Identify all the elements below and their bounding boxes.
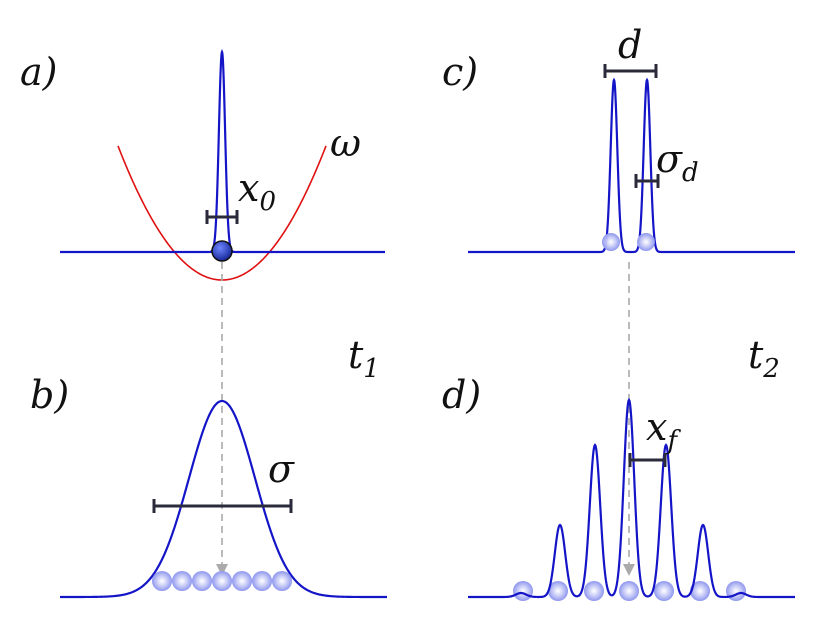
- atom-dot: [252, 571, 272, 591]
- panel-a: a) ω x0: [20, 48, 385, 281]
- interference-pattern-curve: [468, 397, 795, 599]
- atom-ball: [211, 240, 233, 262]
- xf-symbol: xf: [646, 405, 681, 456]
- width-bar-sigma-d: [634, 174, 660, 188]
- atom-row-b: [152, 571, 292, 591]
- panel-d: d) xf: [442, 373, 795, 601]
- double-well-wavepacket-curve: [468, 77, 795, 254]
- atom-dot: [192, 571, 212, 591]
- x0-symbol: x0: [238, 166, 276, 217]
- atom-pair-c: [602, 233, 655, 251]
- d-symbol: d: [618, 23, 642, 67]
- atom-dot: [584, 581, 604, 601]
- atom-dot: [619, 581, 639, 601]
- atom-dot: [654, 581, 674, 601]
- atom-dot: [513, 581, 533, 601]
- expanded-wavepacket-curve: [60, 399, 387, 599]
- panel-label-d: d): [442, 373, 481, 417]
- atom-dot: [602, 233, 620, 251]
- width-bar-sigma: [152, 499, 293, 513]
- initial-wavepacket-curve: [60, 48, 385, 254]
- time-label-t1: t1: [348, 333, 380, 384]
- width-bar-xf: [628, 453, 667, 467]
- panel-b: b) σ: [30, 373, 387, 599]
- sigma-d-symbol: σd: [656, 137, 699, 188]
- time-arrow-t1: [216, 262, 228, 576]
- atom-dot: [272, 571, 292, 591]
- separation-bar-d: [603, 64, 658, 78]
- time-arrow-t2: [623, 262, 635, 576]
- atom-dot: [548, 581, 568, 601]
- atom-dot: [212, 571, 232, 591]
- panel-label-c: c): [442, 50, 478, 94]
- atom-dot: [172, 571, 192, 591]
- atom-dot: [690, 581, 710, 601]
- atom-dot: [152, 571, 172, 591]
- trap-frequency-label: ω: [330, 121, 361, 165]
- width-bar-x0: [205, 210, 239, 224]
- atom-dot: [232, 571, 252, 591]
- sigma-symbol: σ: [268, 447, 295, 491]
- time-label-t2: t2: [748, 333, 780, 384]
- panel-label-a: a): [20, 50, 57, 94]
- atom-dot: [726, 581, 746, 601]
- panel-label-b: b): [30, 373, 69, 417]
- panel-c: c) d σd: [442, 23, 795, 254]
- atom-dot: [637, 233, 655, 251]
